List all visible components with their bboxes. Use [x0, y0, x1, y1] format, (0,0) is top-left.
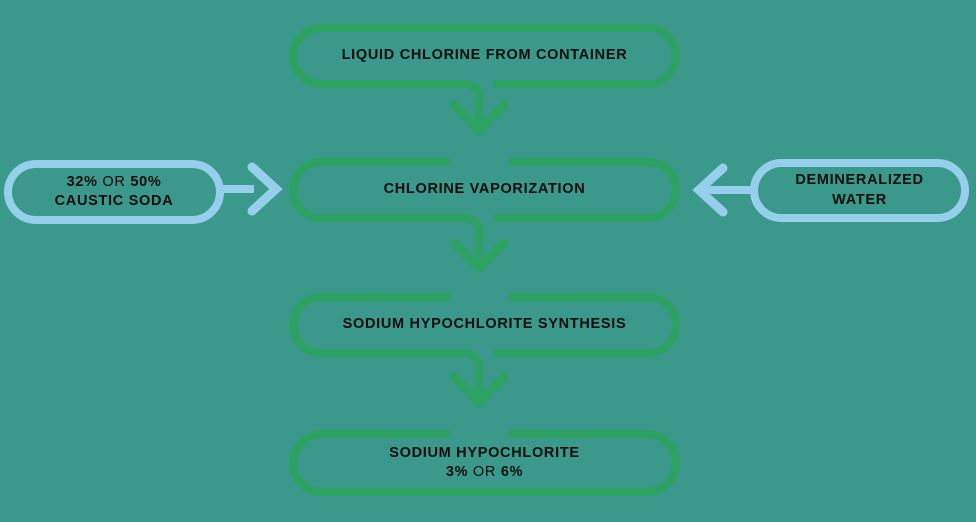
product-pct-b: 6%	[500, 464, 524, 480]
node-caustic-soda-name: CAUSTIC SODA	[54, 193, 174, 209]
node-demineralized-water-line1: DEMINERALIZED	[795, 172, 924, 188]
node-caustic-soda-ratio-line: 32% OR 50%	[67, 173, 162, 193]
caustic-soda-pct-a: 32%	[66, 173, 98, 190]
border-gap-mask	[450, 292, 509, 302]
border-gap-mask	[466, 79, 494, 89]
arrow-down-icon	[437, 80, 509, 137]
node-product-ratio-line: 3% OR 6%	[446, 463, 523, 483]
node-demineralized-water: DEMINERALIZED WATER	[754, 163, 965, 218]
node-chlorine-vaporization-label: CHLORINE VAPORIZATION	[383, 181, 586, 198]
node-chlorine-vaporization: CHLORINE VAPORIZATION	[293, 162, 676, 218]
node-liquid-chlorine: LIQUID CHLORINE FROM CONTAINER	[293, 28, 676, 84]
node-product: SODIUM HYPOCHLORITE 3% OR 6%	[293, 434, 676, 492]
node-demineralized-water-line2: WATER	[832, 191, 887, 208]
arrow-down-icon	[437, 214, 509, 275]
border-gap-mask	[450, 429, 509, 439]
caustic-soda-or: OR	[102, 173, 126, 190]
product-or: OR	[472, 464, 497, 480]
caustic-soda-pct-b: 50%	[130, 173, 162, 190]
product-pct-a: 3%	[445, 464, 469, 480]
node-synthesis: SODIUM HYPOCHLORITE SYNTHESIS	[293, 297, 676, 353]
node-synthesis-label: SODIUM HYPOCHLORITE SYNTHESIS	[342, 316, 627, 333]
arrow-right-icon	[219, 162, 283, 216]
arrow-left-icon	[692, 163, 755, 217]
node-caustic-soda: 32% OR 50% CAUSTIC SODA	[8, 164, 220, 220]
border-gap-mask	[466, 213, 494, 223]
arrow-down-icon	[437, 349, 509, 409]
border-gap-mask	[466, 348, 494, 358]
border-gap-mask	[450, 157, 509, 167]
node-product-name: SODIUM HYPOCHLORITE	[389, 444, 580, 461]
node-liquid-chlorine-label: LIQUID CHLORINE FROM CONTAINER	[341, 47, 628, 64]
